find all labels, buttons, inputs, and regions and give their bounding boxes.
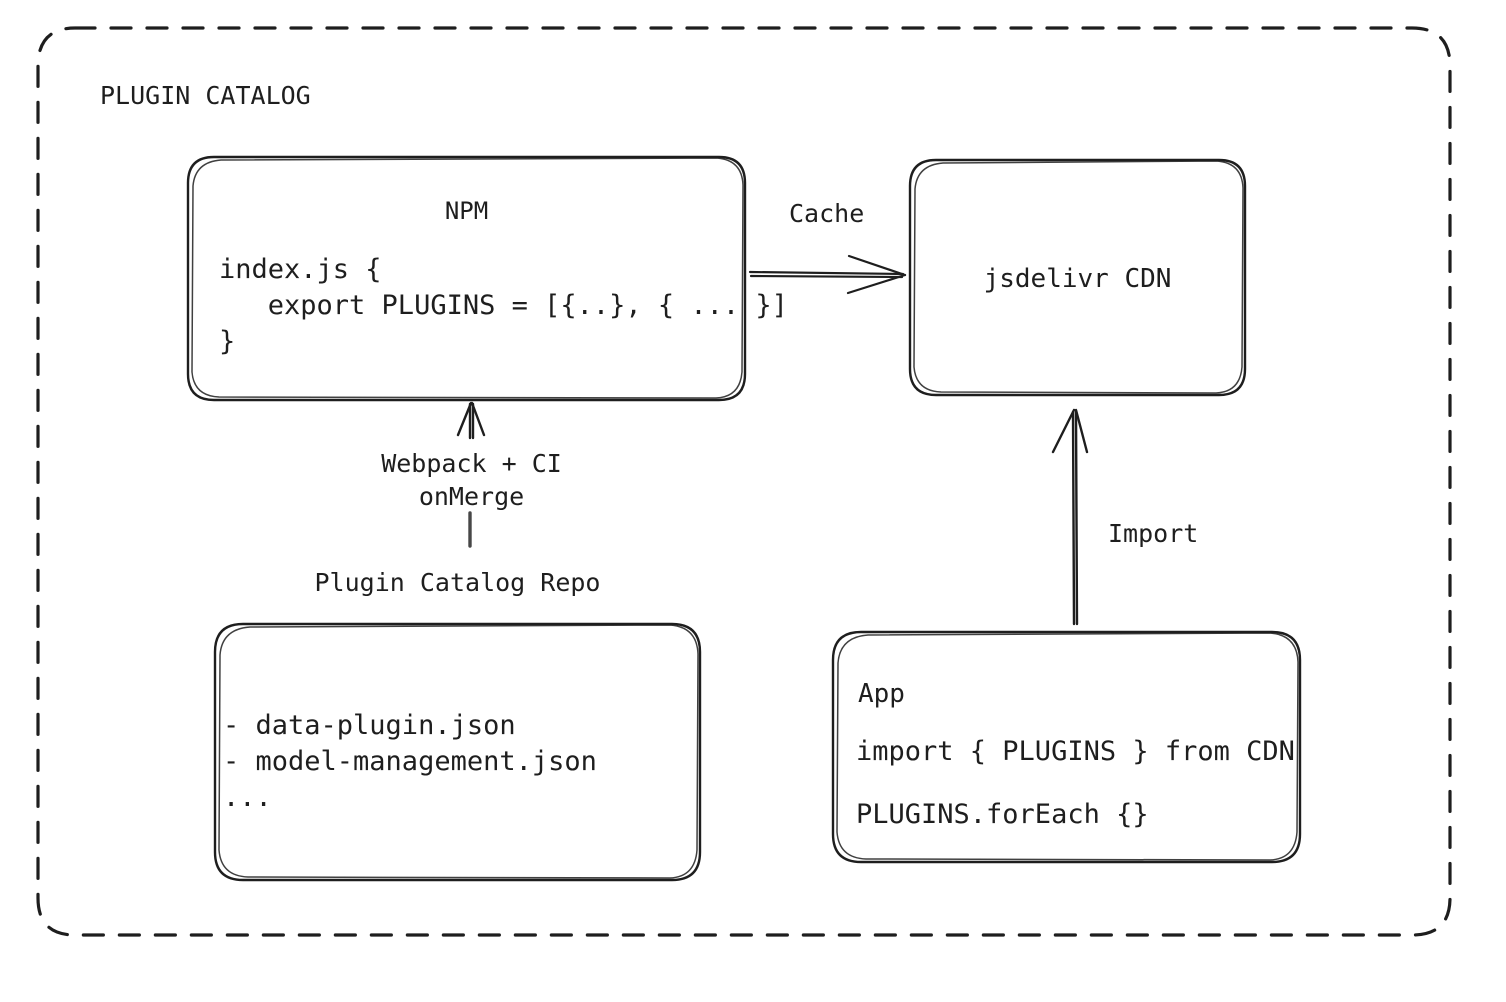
- app-node-foreach-line: PLUGINS.forEach {}: [856, 799, 1149, 830]
- npm-node-code: index.js { export PLUGINS = [{..}, { ...…: [219, 254, 788, 357]
- app-node-import-line: import { PLUGINS } from CDN: [856, 736, 1295, 767]
- cache-edge-label: Cache: [789, 199, 865, 228]
- import-arrow: [1051, 408, 1089, 626]
- webpack-ci-edge-label: Webpack + CI onMerge: [381, 449, 562, 511]
- cdn-node-title: jsdelivr CDN: [983, 264, 1172, 294]
- npm-node-title: NPM: [444, 197, 489, 225]
- import-edge-label: Import: [1108, 519, 1199, 548]
- container-title: PLUGIN CATALOG: [100, 81, 311, 110]
- app-node-title: App: [858, 679, 905, 709]
- repo-node-caption: Plugin Catalog Repo: [314, 568, 601, 597]
- repo-node-file-list: - data-plugin.json - model-management.js…: [223, 710, 597, 813]
